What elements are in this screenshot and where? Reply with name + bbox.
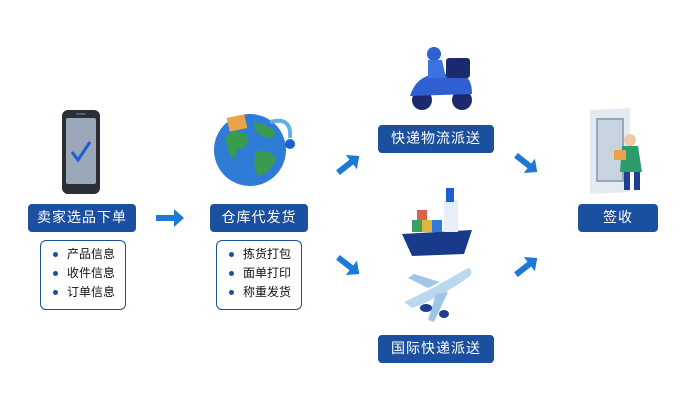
arrow-down-right-icon (514, 153, 538, 173)
airplane-icon (404, 268, 472, 322)
warehouse-details-box: 拣货打包 面单打印 称重发货 (216, 240, 302, 310)
order-details-box: 产品信息 收件信息 订单信息 (40, 240, 126, 310)
step-sign-label: 签收 (578, 204, 658, 232)
scooter-courier-icon (410, 47, 472, 110)
cargo-ship-icon (402, 188, 472, 256)
list-item: 称重发货 (217, 283, 301, 302)
step-domestic-label: 快递物流派送 (378, 125, 494, 153)
arrow-up-right-icon (514, 257, 538, 277)
arrow-right-icon (156, 209, 184, 227)
list-item: 产品信息 (41, 245, 125, 264)
list-item: 订单信息 (41, 283, 125, 302)
step-order-label: 卖家选品下单 (28, 204, 136, 232)
phone-icon (62, 110, 100, 194)
list-item: 面单打印 (217, 264, 301, 283)
arrow-down-right-icon (336, 255, 360, 275)
step-international-label: 国际快递派送 (378, 335, 494, 363)
globe-icon (214, 114, 295, 186)
arrow-up-right-icon (336, 155, 360, 175)
step-warehouse-label: 仓库代发货 (210, 204, 308, 232)
list-item: 收件信息 (41, 264, 125, 283)
list-item: 拣货打包 (217, 245, 301, 264)
door-delivery-icon (590, 108, 642, 194)
